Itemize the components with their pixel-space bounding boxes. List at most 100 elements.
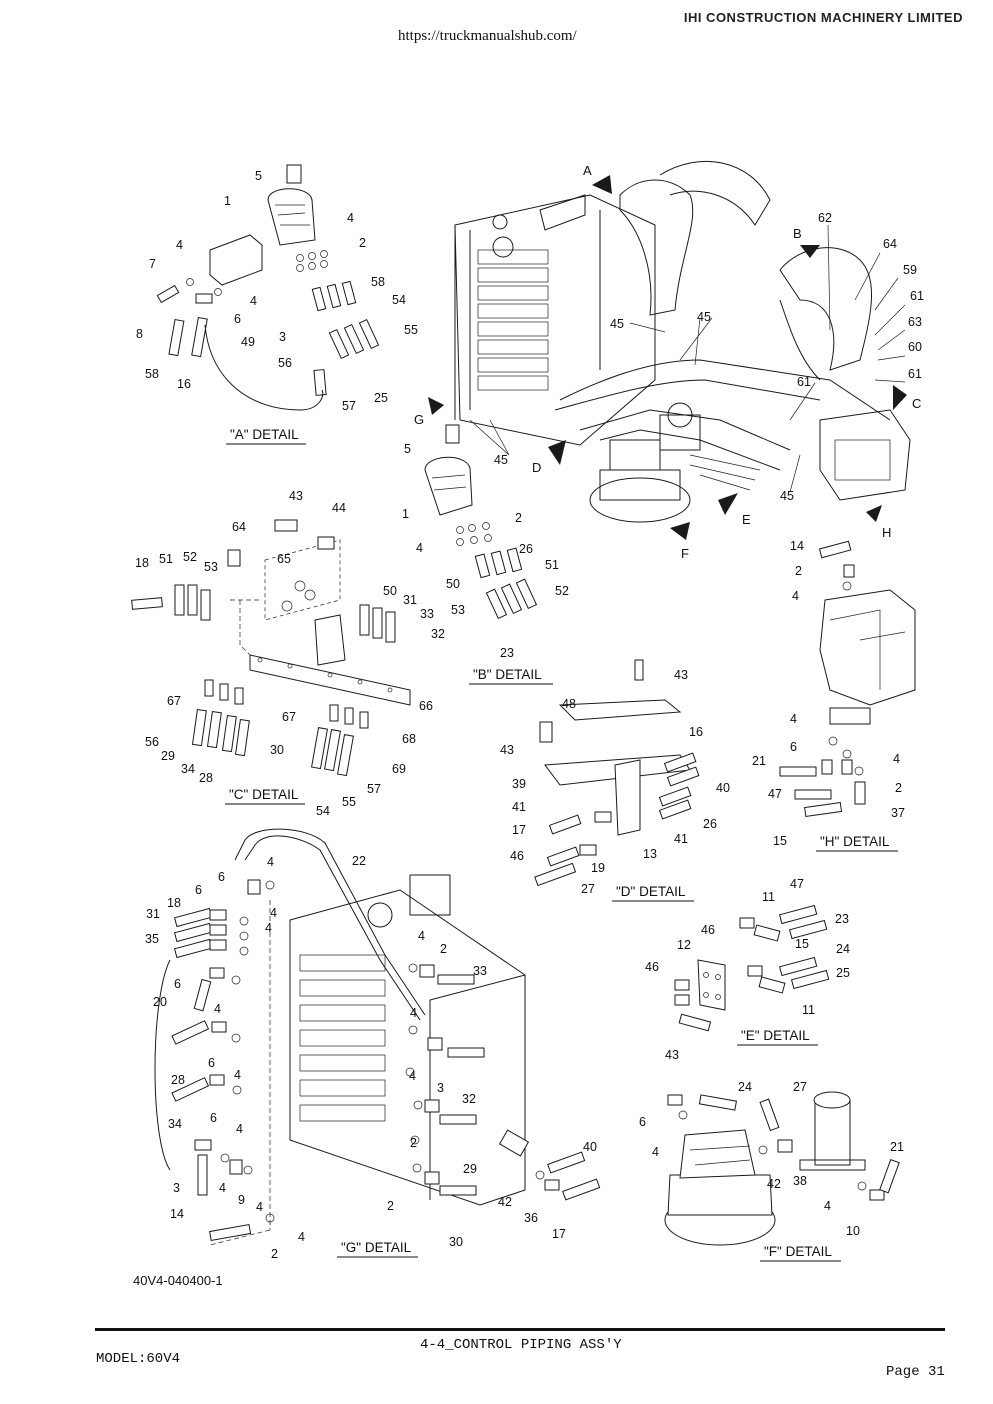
callout: 4 bbox=[267, 855, 274, 869]
callout: 65 bbox=[277, 552, 291, 566]
callout: 43 bbox=[289, 489, 303, 503]
detail-b-label: "B" DETAIL bbox=[473, 667, 542, 682]
footer-divider bbox=[95, 1328, 945, 1331]
detail-g-label: "G" DETAIL bbox=[341, 1240, 412, 1255]
callout: 18 bbox=[167, 896, 181, 910]
callout: 53 bbox=[204, 560, 218, 574]
source-url[interactable]: https://truckmanualshub.com/ bbox=[398, 28, 577, 44]
callout: 4 bbox=[270, 906, 277, 920]
callout: 32 bbox=[462, 1092, 476, 1106]
callout: 15 bbox=[773, 834, 787, 848]
callout: 16 bbox=[689, 725, 703, 739]
view-arrow-g bbox=[428, 397, 444, 415]
callout: 2 bbox=[387, 1199, 394, 1213]
callout: 50 bbox=[383, 584, 397, 598]
callout: 46 bbox=[701, 923, 715, 937]
callout: 20 bbox=[153, 995, 167, 1009]
callout: 45 bbox=[610, 317, 624, 331]
detail-f: 24 27 6 4 42 38 21 4 10 "F" DETAIL bbox=[639, 1080, 904, 1262]
callout: 24 bbox=[836, 942, 850, 956]
page-number: Page 31 bbox=[886, 1364, 945, 1380]
callout: 33 bbox=[420, 607, 434, 621]
callout: 45 bbox=[494, 453, 508, 467]
callout: 2 bbox=[795, 564, 802, 578]
callout: 43 bbox=[674, 668, 688, 682]
callout: 4 bbox=[234, 1068, 241, 1082]
callout: 30 bbox=[449, 1235, 463, 1249]
callout: 6 bbox=[218, 870, 225, 884]
callout: 4 bbox=[790, 712, 797, 726]
view-arrow-h bbox=[866, 505, 882, 522]
callout: 52 bbox=[555, 584, 569, 598]
view-label: H bbox=[882, 525, 891, 540]
callout: 3 bbox=[279, 330, 286, 344]
callout: 59 bbox=[903, 263, 917, 277]
callout: 28 bbox=[199, 771, 213, 785]
callout: 4 bbox=[347, 211, 354, 225]
detail-h: 14 2 4 4 6 4 21 2 47 37 15 "H" DETAIL bbox=[752, 539, 916, 852]
figure-code: 40V4-040400-1 bbox=[133, 1273, 223, 1288]
callout: 26 bbox=[703, 817, 717, 831]
callout: 30 bbox=[270, 743, 284, 757]
callout: 64 bbox=[883, 237, 897, 251]
callout: 17 bbox=[512, 823, 526, 837]
callout: 61 bbox=[797, 375, 811, 389]
callout: 3 bbox=[173, 1181, 180, 1195]
view-arrow-a bbox=[592, 175, 612, 194]
detail-c: 43 44 64 65 18 51 52 53 50 31 33 32 67 6… bbox=[131, 489, 445, 818]
view-arrow-f bbox=[670, 522, 690, 540]
callout: 64 bbox=[232, 520, 246, 534]
callout: 40 bbox=[716, 781, 730, 795]
callout: 62 bbox=[818, 211, 832, 225]
detail-g: 22 4 6 18 31 6 4 4 35 4 2 33 6 20 4 4 28… bbox=[145, 828, 601, 1261]
callout: 57 bbox=[342, 399, 356, 413]
callout: 2 bbox=[410, 1136, 417, 1150]
callout: 29 bbox=[161, 749, 175, 763]
brand-name: IHI CONSTRUCTION MACHINERY LIMITED bbox=[683, 10, 963, 25]
callout: 33 bbox=[473, 964, 487, 978]
callout: 48 bbox=[562, 697, 576, 711]
machine-overview: A B C D E F G H 62 64 59 61 63 60 61 45 … bbox=[414, 160, 924, 561]
callout: 53 bbox=[451, 603, 465, 617]
view-arrow-e bbox=[718, 493, 738, 515]
callout: 23 bbox=[500, 646, 514, 660]
callout: 6 bbox=[174, 977, 181, 991]
view-label: B bbox=[793, 226, 802, 241]
detail-a-label: "A" DETAIL bbox=[230, 427, 299, 442]
callout: 4 bbox=[792, 589, 799, 603]
callout: 5 bbox=[255, 169, 262, 183]
callout: 2 bbox=[895, 781, 902, 795]
view-label: F bbox=[681, 546, 689, 561]
callout: 46 bbox=[645, 960, 659, 974]
view-label: E bbox=[742, 512, 751, 527]
view-label: C bbox=[912, 396, 921, 411]
callout: 41 bbox=[512, 800, 526, 814]
view-label: A bbox=[583, 163, 592, 178]
callout: 4 bbox=[893, 752, 900, 766]
callout: 3 bbox=[437, 1081, 444, 1095]
callout: 55 bbox=[404, 323, 418, 337]
view-arrow-c bbox=[893, 385, 907, 410]
view-label: D bbox=[532, 460, 541, 475]
callout: 54 bbox=[316, 804, 330, 818]
callout: 2 bbox=[359, 236, 366, 250]
callout: 56 bbox=[278, 356, 292, 370]
callout: 6 bbox=[210, 1111, 217, 1125]
callout: 44 bbox=[332, 501, 346, 515]
callout: 31 bbox=[403, 593, 417, 607]
callout: 61 bbox=[908, 367, 922, 381]
callout: 47 bbox=[790, 877, 804, 891]
callout: 43 bbox=[665, 1048, 679, 1062]
callout: 15 bbox=[795, 937, 809, 951]
callout: 22 bbox=[352, 854, 366, 868]
detail-d: 43 48 43 16 39 40 41 26 17 41 46 13 19 2… bbox=[500, 659, 730, 902]
callout: 34 bbox=[168, 1117, 182, 1131]
callout: 42 bbox=[498, 1195, 512, 1209]
callout: 45 bbox=[780, 489, 794, 503]
detail-e: 47 11 46 23 15 24 12 25 46 11 43 "E" DET… bbox=[645, 877, 850, 1062]
callout: 2 bbox=[515, 511, 522, 525]
callout: 4 bbox=[250, 294, 257, 308]
callout: 40 bbox=[583, 1140, 597, 1154]
callout: 49 bbox=[241, 335, 255, 349]
